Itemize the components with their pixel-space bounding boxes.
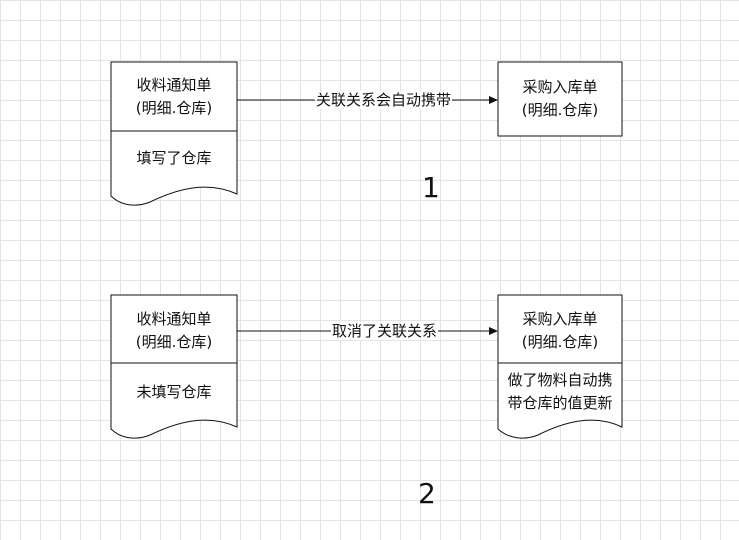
source-header-line-1: 收料通知单 [136,310,212,328]
source-header-line-2: (明细.仓库) [135,333,213,351]
scenario-2-source-header: 收料通知单 (明细.仓库) [111,308,237,354]
scenario-2-edge-label: 取消了关联关系 [331,322,439,340]
target-body-line-2: 带仓库的值更新 [507,394,613,412]
target-header-line-1: 采购入库单 [522,78,598,96]
target-body-line-1: 做了物料自动携 [507,371,613,389]
scenario-2-source-node[interactable] [110,294,238,439]
scenario-1-target-node[interactable] [497,61,623,137]
scenario-1-source-body: 填写了仓库 [111,147,237,170]
scenario-2-number: 2 [418,477,436,510]
target-header-line-2: (明细.仓库) [521,101,599,119]
target-header-line-1: 采购入库单 [522,310,598,328]
scenario-2-source-body: 未填写仓库 [111,381,237,404]
scenario-1-source-header: 收料通知单 (明细.仓库) [111,74,237,120]
source-body-line-1: 填写了仓库 [136,149,212,167]
source-body-line-1: 未填写仓库 [136,383,212,401]
scenario-1-target-header: 采购入库单 (明细.仓库) [498,76,622,122]
source-header-line-2: (明细.仓库) [135,99,213,117]
scenario-2-target-body: 做了物料自动携 带仓库的值更新 [498,369,622,415]
scenario-1-source-node[interactable] [110,61,238,206]
source-header-line-1: 收料通知单 [136,76,212,94]
scenario-1-edge-label: 关联关系会自动携带 [315,91,453,109]
scenario-2-target-node[interactable] [497,294,623,439]
scenario-2-target-header: 采购入库单 (明细.仓库) [498,308,622,354]
scenario-1-number: 1 [422,171,440,204]
target-header-line-2: (明细.仓库) [521,333,599,351]
